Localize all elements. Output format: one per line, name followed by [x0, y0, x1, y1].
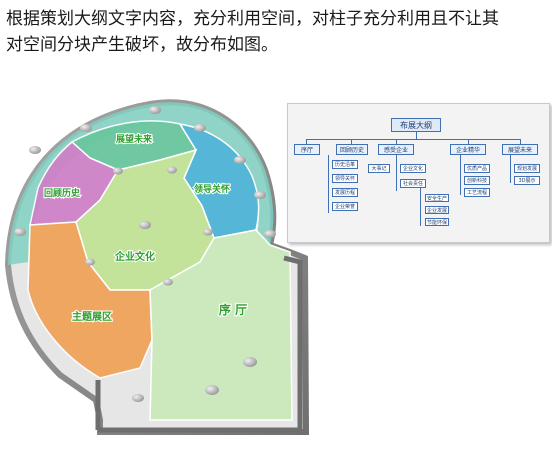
column [149, 106, 161, 114]
column [167, 166, 177, 174]
caption-line-2: 对空间分块产生破坏，故分布如图。 [6, 35, 278, 55]
zone-label-entrance: 序 厅 [219, 302, 247, 317]
column [85, 258, 95, 266]
connector [396, 155, 397, 191]
column [194, 124, 206, 132]
connector [328, 155, 329, 213]
outline-leaf: 发展历程 [332, 188, 358, 197]
outline-leaf: 规划发展 [514, 164, 540, 173]
connector [420, 188, 421, 226]
zone-bottom-left [27, 221, 153, 379]
column [243, 357, 257, 367]
column [234, 156, 246, 164]
outline-branch: 序厅 [294, 144, 320, 155]
outline-leaf: 创新科技 [464, 176, 490, 185]
connector [510, 155, 511, 183]
column [205, 385, 219, 395]
outline-subleaf: 安全生产 [425, 194, 449, 202]
connector [520, 139, 521, 144]
connector [416, 132, 417, 139]
column [163, 278, 173, 286]
outline-leaf: 大事记 [368, 164, 390, 173]
columns [14, 106, 276, 402]
column [264, 230, 276, 238]
zone-label-bottom-left: 主题展区 [72, 310, 112, 323]
column [29, 146, 41, 154]
outline-leaf: 企业荣誉 [332, 202, 358, 211]
zone-label-center: 企业文化 [114, 250, 155, 263]
outline-branch: 回顾历史 [336, 144, 368, 155]
caption-line-1: 根据策划大纲文字内容，充分利用空间，对柱子充分利用且不让其 [6, 9, 499, 29]
column [113, 167, 123, 175]
outline-leaf: 3D展示 [514, 176, 540, 185]
outline-branch: 企业精华 [450, 144, 486, 155]
outline-subleaf: 企业发展 [425, 206, 449, 214]
outline-leaf: 企业文化 [400, 164, 426, 173]
outline-leaf: 工艺流程 [464, 188, 490, 197]
outline-leaf: 优质产品 [464, 164, 490, 173]
connector [460, 155, 461, 195]
outline-branch: 展望未来 [502, 144, 538, 155]
outline-subleaf: 节能环保 [425, 218, 449, 226]
outline-leaf: 领导关怀 [332, 174, 358, 183]
outline-leaf: 社会责任 [400, 179, 426, 188]
zone-label-left: 回顾历史 [44, 187, 81, 199]
outline-leaf: 历史沿革 [332, 160, 358, 169]
connector [306, 139, 520, 140]
zone-label-right: 领导关怀 [194, 183, 230, 195]
column [203, 228, 213, 236]
outline-chart: 布展大纲 序厅 回顾历史 感受企业 企业精华 展望未来 历史沿革 领导关怀 发展… [287, 103, 550, 243]
outline-branch: 感受企业 [378, 144, 414, 155]
outline-root: 布展大纲 [391, 118, 441, 132]
connector [351, 139, 352, 144]
column [139, 221, 151, 229]
column [132, 394, 144, 402]
column [254, 191, 266, 199]
connector [468, 139, 469, 144]
column [80, 124, 92, 132]
caption: 根据策划大纲文字内容，充分利用空间，对柱子充分利用且不让其 对空间分块产生破坏，… [6, 6, 506, 58]
column [14, 228, 26, 236]
connector [306, 139, 307, 144]
zone-label-top: 展望未来 [116, 133, 153, 145]
connector [396, 139, 397, 144]
zone-entrance [149, 229, 293, 421]
right-wall [283, 255, 303, 430]
